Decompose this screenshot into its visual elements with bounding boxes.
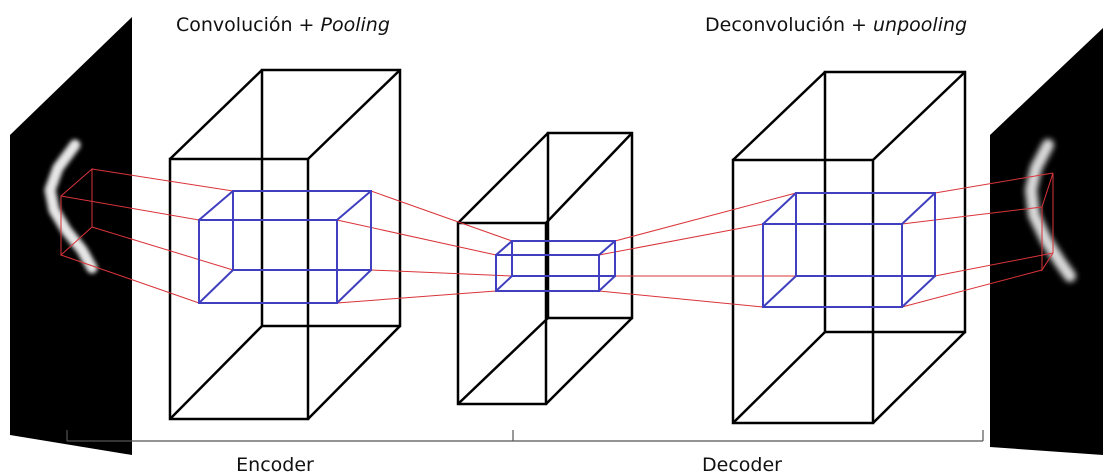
output-receptive-patch: [1041, 172, 1054, 272]
decoder-label: Decoder: [702, 454, 782, 476]
receptive-field-connections: [60, 167, 1054, 308]
bottleneck-feature-box: [456, 131, 634, 406]
input-image: [10, 17, 132, 455]
decoder-stage-title: Deconvolución + unpooling: [705, 14, 967, 36]
encoder-decoder-bracket: [66, 430, 984, 442]
output-image: [990, 28, 1103, 455]
decoder-kernel: [762, 192, 936, 308]
decoder-feature-box: [731, 70, 967, 425]
bottleneck-kernel: [495, 240, 616, 292]
encoder-kernel: [198, 190, 372, 304]
encoder-feature-box: [168, 68, 402, 421]
encoder-stage-title: Convolución + Pooling: [176, 14, 390, 36]
encoder-label: Encoder: [236, 454, 314, 476]
